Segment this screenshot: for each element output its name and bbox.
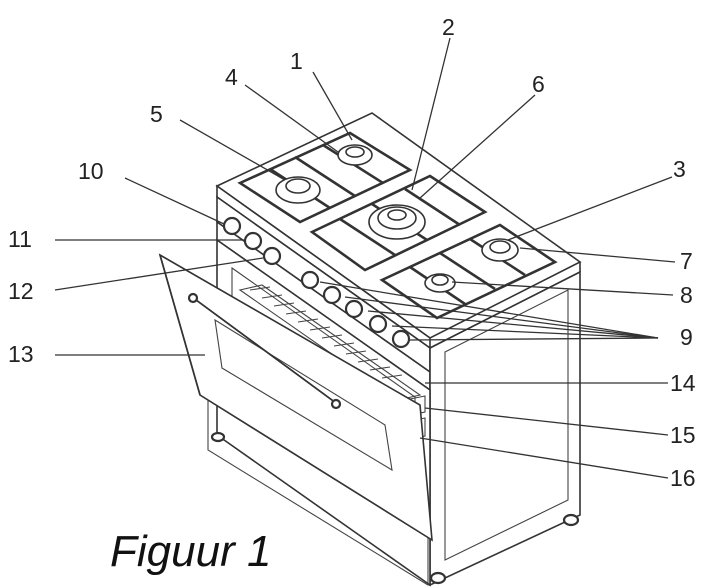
callout-8: 8 (680, 282, 693, 308)
callout-5: 5 (150, 101, 163, 127)
callout-14: 14 (670, 370, 696, 396)
oven-door (158, 253, 433, 542)
gas-burners (275, 144, 519, 293)
callout-10: 10 (78, 158, 104, 184)
callout-11: 11 (8, 226, 32, 252)
callout-6: 6 (532, 71, 545, 97)
callout-2: 2 (442, 14, 455, 40)
callout-13: 13 (8, 341, 34, 367)
callout-1: 1 (290, 48, 303, 74)
figure-caption: Figuur 1 (110, 527, 272, 576)
callout-12: 12 (8, 278, 34, 304)
callout-7: 7 (680, 248, 693, 274)
callout-4: 4 (225, 64, 238, 90)
callout-9: 9 (680, 324, 693, 350)
callout-16: 16 (670, 465, 696, 491)
callout-15: 15 (670, 422, 696, 448)
control-knobs (222, 216, 411, 349)
callout-leaders (54, 37, 676, 479)
callout-3: 3 (673, 156, 686, 182)
